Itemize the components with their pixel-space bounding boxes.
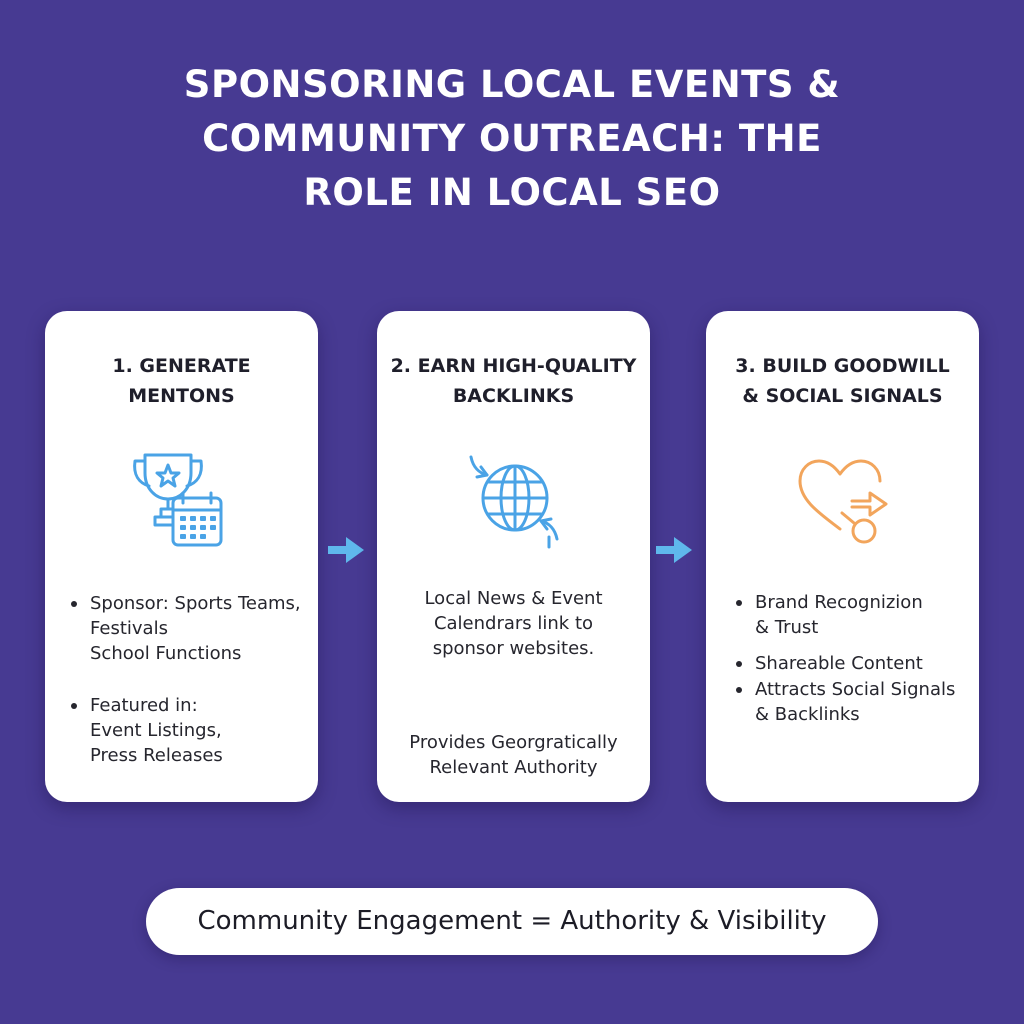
- card-title: 1. GENERATE MENTONS: [45, 351, 318, 411]
- card-title-line-2: & SOCIAL SIGNALS: [742, 385, 943, 407]
- globe-links-icon: [453, 443, 573, 553]
- card-title: 3. BUILD GOODWILL & SOCIAL SIGNALS: [706, 351, 979, 411]
- list-item: Sponsor: Sports Teams, Festivals School …: [69, 591, 314, 666]
- page-title: SPONSORING LOCAL EVENTS & COMMUNITY OUTR…: [0, 58, 1024, 220]
- card-body: Sponsor: Sports Teams, Festivals School …: [69, 591, 314, 768]
- paragraph: Local News & Event Calendrars link to sp…: [424, 588, 603, 659]
- card-earn-backlinks: 2. EARN HIGH-QUALITY BACKLINKS Local New…: [377, 311, 650, 802]
- title-line-3: ROLE IN LOCAL SEO: [303, 171, 721, 214]
- card-body: Local News & Event Calendrars link to sp…: [387, 586, 640, 780]
- card-build-goodwill: 3. BUILD GOODWILL & SOCIAL SIGNALS Brand…: [706, 311, 979, 802]
- title-line-1: SPONSORING LOCAL EVENTS &: [183, 63, 841, 106]
- summary-banner: Community Engagement = Authority & Visib…: [146, 888, 878, 955]
- card-generate-mentions: 1. GENERATE MENTONS: [45, 311, 318, 802]
- card-title: 2. EARN HIGH-QUALITY BACKLINKS: [377, 351, 650, 411]
- list-item: Featured in: Event Listings, Press Relea…: [69, 693, 314, 768]
- arrow-right-icon: [654, 533, 694, 567]
- card-title-line-2: MENTONS: [128, 385, 235, 407]
- trophy-calendar-icon: [121, 443, 241, 553]
- paragraph: Provides Georgratically Relevant Authori…: [409, 732, 618, 778]
- card-title-line-1: 3. BUILD GOODWILL: [735, 355, 950, 377]
- list-item: Brand Recognizion & Trust: [734, 590, 974, 640]
- card-title-line-2: BACKLINKS: [452, 385, 575, 407]
- card-title-line-1: 2. EARN HIGH-QUALITY: [390, 355, 637, 377]
- list-item: Shareable Content: [734, 651, 974, 676]
- card-title-line-1: 1. GENERATE: [112, 355, 251, 377]
- heart-share-icon: [782, 443, 902, 553]
- arrow-right-icon: [326, 533, 366, 567]
- list-item: Attracts Social Signals & Backlinks: [734, 677, 974, 727]
- title-line-2: COMMUNITY OUTREACH: THE: [202, 117, 822, 160]
- card-body: Brand Recognizion & Trust Shareable Cont…: [734, 590, 974, 727]
